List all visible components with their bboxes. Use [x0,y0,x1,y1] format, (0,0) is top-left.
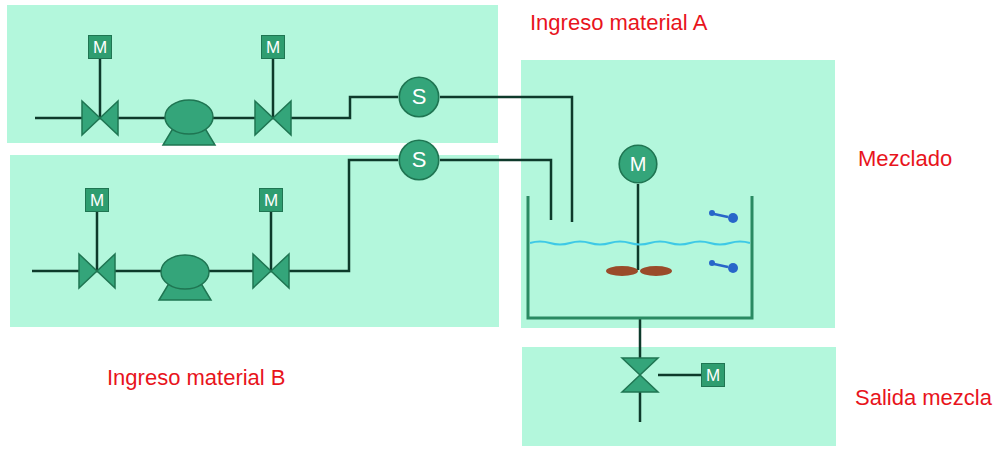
motor-actuator: M [261,35,285,59]
motor-actuator: M [259,188,283,212]
area-heading: Ingreso material B [107,365,286,390]
process-area: Salida mezclaM [522,347,836,446]
agitator-motor: M [618,144,658,184]
symbol-outline [399,140,438,179]
area-heading: Mezclado [858,146,952,171]
area-heading: Ingreso material A [530,10,707,35]
symbol-letter: M [90,192,104,209]
process-area: Ingreso material AMMS [7,5,498,143]
motor-actuator: M [701,363,725,387]
symbol-letter: S [412,149,427,171]
symbol-letter: S [412,86,427,108]
process-area: MezcladoM [521,60,835,328]
process-area: Ingreso material BMMS [10,155,499,327]
flow-sensor: S [398,139,440,181]
flow-sensor: S [398,76,440,118]
motor-actuator: M [85,188,109,212]
symbol-letter: M [706,367,720,384]
symbol-outline [619,145,657,183]
area-heading: Salida mezcla [855,385,992,410]
symbol-outline [399,77,438,116]
symbol-letter: M [264,192,278,209]
symbol-letter: M [266,39,280,56]
symbol-letter: M [630,154,647,174]
symbol-letter: M [93,39,107,56]
pipe-connector [639,328,642,347]
motor-actuator: M [88,35,112,59]
